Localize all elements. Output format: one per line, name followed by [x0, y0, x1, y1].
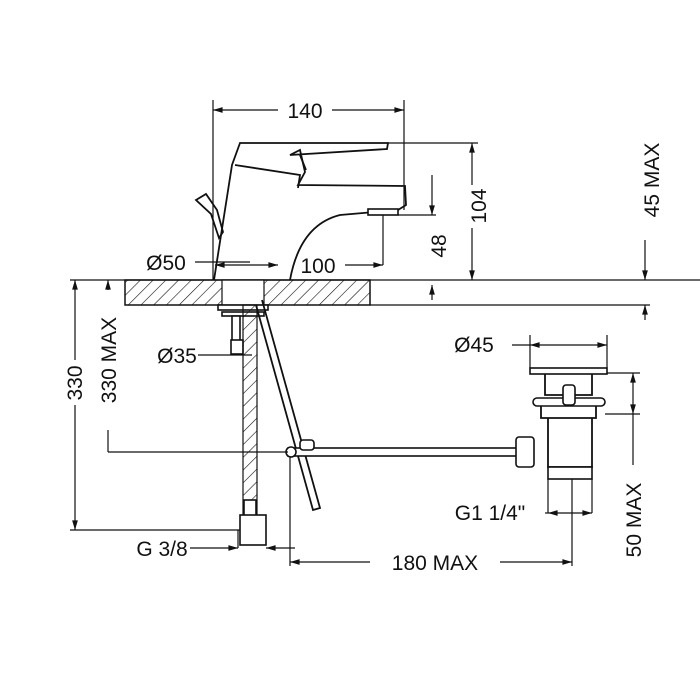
dim-waste-thread: G1 1/4" — [455, 502, 526, 525]
pop-up-waste — [515, 367, 608, 480]
dim-hole-diameter: Ø35 — [157, 345, 197, 368]
deck-section — [70, 279, 700, 306]
dim-spout-length: 140 — [287, 100, 322, 123]
faucet-body — [194, 142, 407, 281]
dim-hose-length: 330 — [64, 365, 87, 400]
dim-hose-thread: G 3/8 — [136, 538, 187, 561]
dim-spout-reach: 100 — [300, 255, 335, 278]
dim-base-diameter: Ø50 — [146, 252, 186, 275]
dim-waste-height-max: 50 MAX — [623, 483, 646, 558]
dim-rod-length-max: 330 MAX — [98, 317, 121, 403]
dim-rod-reach-max: 180 MAX — [392, 552, 478, 575]
dim-total-height: 104 — [468, 188, 491, 223]
dim-deck-thickness-max: 45 MAX — [641, 143, 664, 218]
dimension-lines — [70, 100, 648, 566]
hose-assembly — [217, 299, 521, 546]
dim-spout-height: 48 — [428, 234, 451, 257]
dim-waste-diameter: Ø45 — [454, 334, 494, 357]
